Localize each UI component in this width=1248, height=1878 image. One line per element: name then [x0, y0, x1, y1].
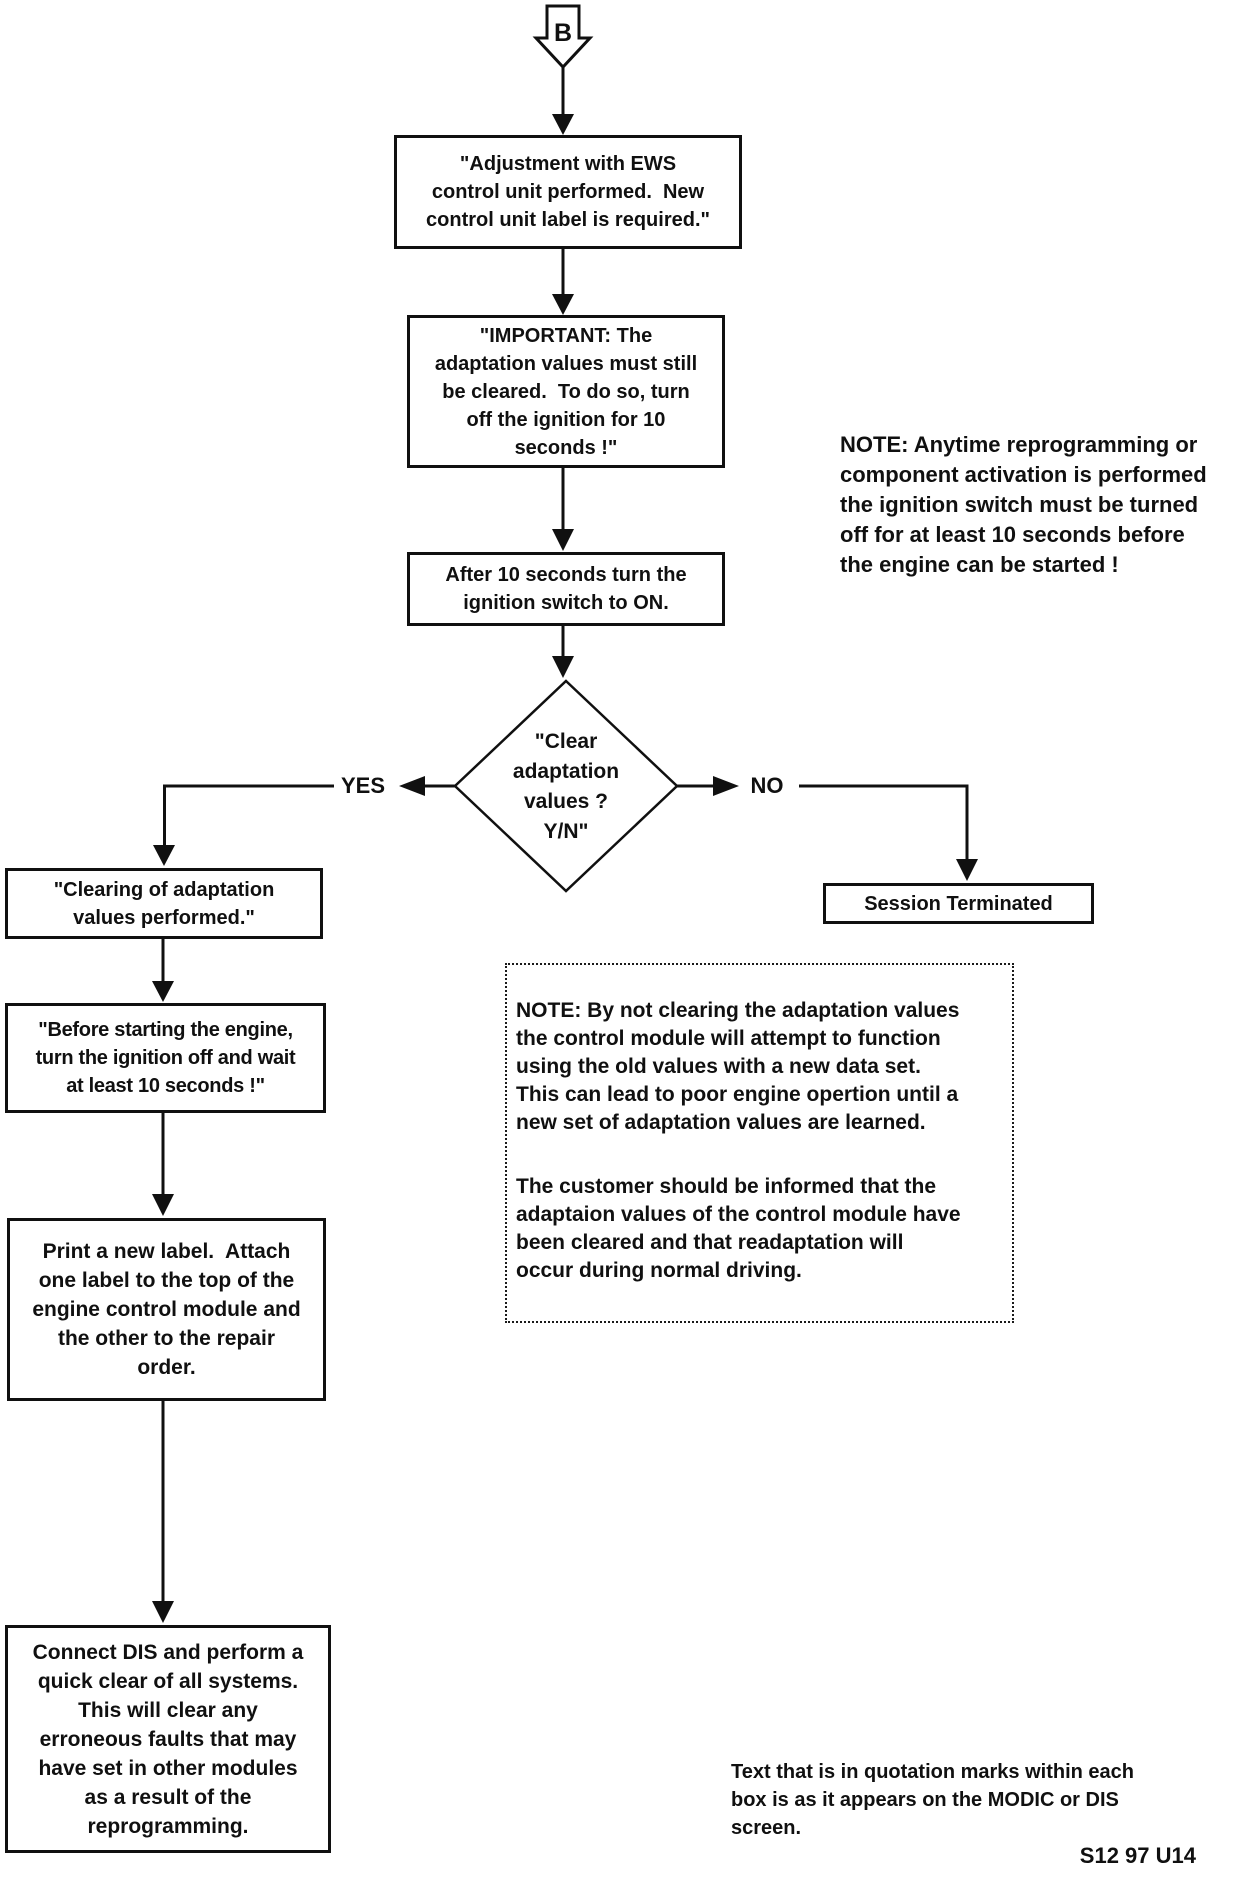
connector-b-label: B: [553, 19, 573, 47]
note-adaptation-paragraph-1: NOTE: By not clearing the adaptation val…: [516, 999, 960, 1134]
note-ignition-switch: NOTE: Anytime reprogramming or component…: [840, 432, 1207, 577]
process-box-after-10-seconds: After 10 seconds turn the ignition switc…: [407, 552, 725, 626]
connector-arrowheads: [152, 114, 978, 1623]
branch-label-no: NO: [750, 773, 784, 798]
footer-quotation-note: Text that is in quotation marks within e…: [731, 1761, 1135, 1839]
figure-code: S12 97 U14: [1079, 1843, 1196, 1868]
process-box-connect-dis: Connect DIS and perform a quick clear of…: [5, 1625, 331, 1853]
connector-b-arrow-shape: [532, 4, 594, 70]
process-box-important-clear-values: "IMPORTANT: The adaptation values must s…: [407, 315, 725, 468]
process-box-clearing-performed: "Clearing of adaptation values performed…: [5, 868, 323, 939]
connector-lines: [161, 67, 969, 1603]
note-box-adaptation-values: NOTE: By not clearing the adaptation val…: [505, 963, 1014, 1323]
note-adaptation-paragraph-2: The customer should be informed that the…: [516, 1175, 961, 1282]
process-box-print-label: Print a new label. Attach one label to t…: [7, 1218, 326, 1401]
decision-diamond-shape: [453, 679, 679, 893]
process-box-before-starting-engine: "Before starting the engine, turn the ig…: [5, 1003, 326, 1113]
decision-clear-adaptation-values: "Clear adaptation values ? Y/N": [512, 730, 620, 843]
terminal-box-session-terminated: Session Terminated: [823, 883, 1094, 924]
branch-label-yes: YES: [340, 773, 386, 798]
process-box-adjustment-ews: "Adjustment with EWS control unit perfor…: [394, 135, 742, 249]
